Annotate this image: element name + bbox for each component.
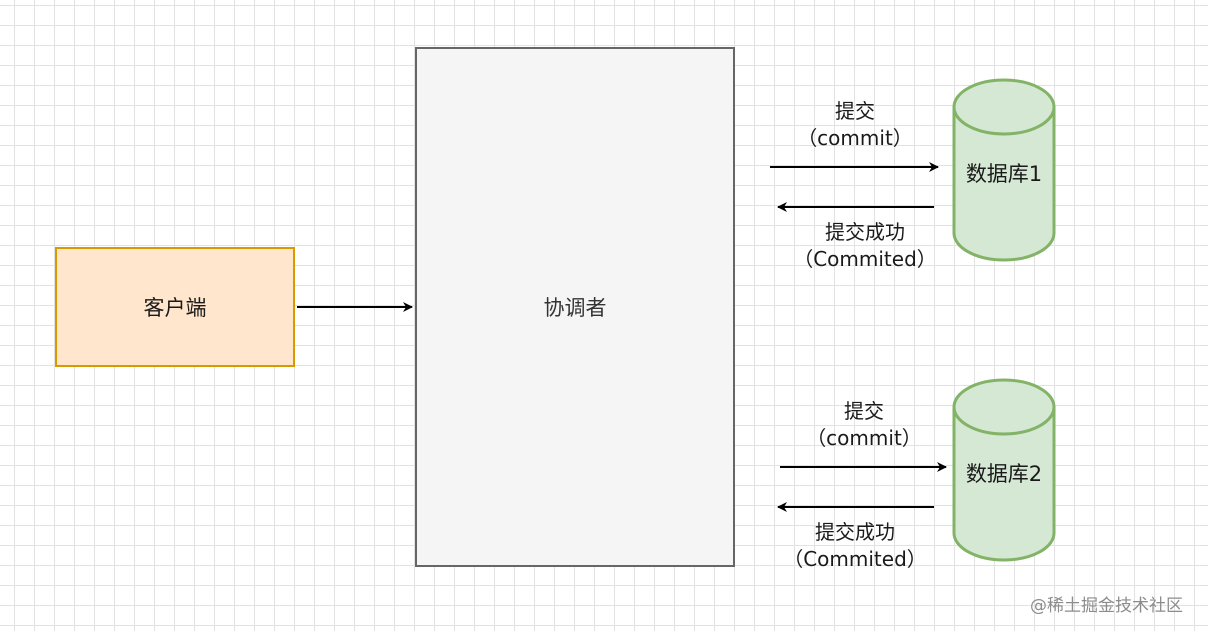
commited-label-db1: 提交成功 （Commited） xyxy=(790,219,940,273)
commit-label-db1: 提交 （commit） xyxy=(790,98,920,152)
commit-sub-db1: （commit） xyxy=(797,126,913,150)
commited-sub-db2: （Commited） xyxy=(783,547,927,571)
watermark: @稀土掘金技术社区 xyxy=(1030,596,1183,616)
database-2-cylinder[interactable] xyxy=(952,378,1056,562)
client-node[interactable]: 客户端 xyxy=(55,247,295,367)
coordinator-label: 协调者 xyxy=(543,296,607,320)
database-2-label: 数据库2 xyxy=(965,462,1043,486)
commited-title-db1: 提交成功 xyxy=(825,220,905,244)
client-label: 客户端 xyxy=(143,296,207,320)
commited-label-db2: 提交成功 （Commited） xyxy=(780,519,930,573)
database-1-label: 数据库1 xyxy=(965,162,1043,186)
commit-sub-db2: （commit） xyxy=(806,426,922,450)
commit-label-db2: 提交 （commit） xyxy=(799,398,929,452)
database-1-cylinder[interactable] xyxy=(952,78,1056,262)
commit-title-db2: 提交 xyxy=(844,399,884,423)
commit-title-db1: 提交 xyxy=(835,99,875,123)
commited-sub-db1: （Commited） xyxy=(793,247,937,271)
coordinator-node[interactable]: 协调者 xyxy=(415,47,735,567)
commited-title-db2: 提交成功 xyxy=(815,520,895,544)
